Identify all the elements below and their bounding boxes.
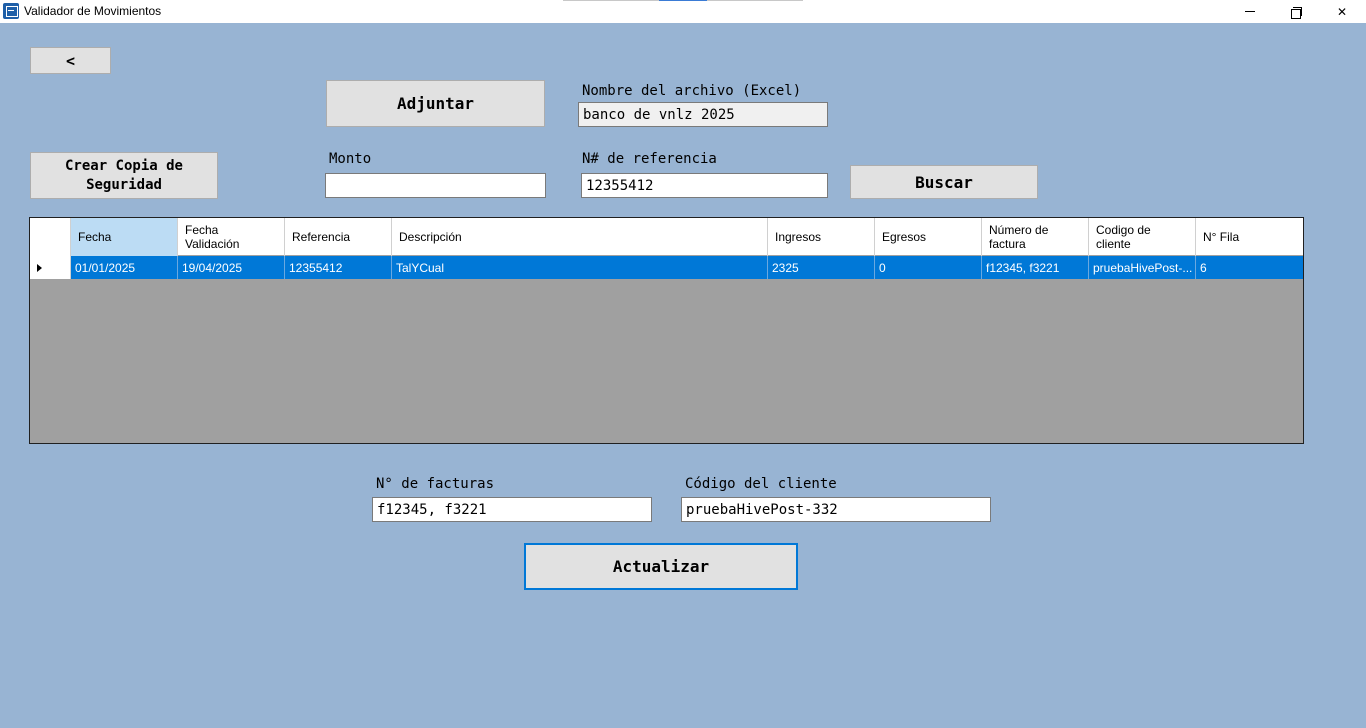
attach-button[interactable]: Adjuntar (326, 80, 545, 127)
taskbar-marker (563, 0, 659, 1)
column-header-egresos[interactable]: Egresos (875, 218, 982, 256)
column-header-n-fila[interactable]: N° Fila (1203, 230, 1240, 244)
reference-label: N# de referencia (582, 151, 717, 167)
restore-button[interactable] (1273, 0, 1319, 23)
create-backup-button[interactable]: Crear Copia de Seguridad (30, 152, 218, 199)
minimize-button[interactable] (1227, 0, 1273, 23)
column-header-descripcion[interactable]: Descripción (392, 218, 768, 256)
filename-field[interactable] (578, 102, 828, 127)
invoices-field[interactable] (372, 497, 652, 522)
cell-ingresos[interactable]: 2325 (768, 256, 875, 279)
backup-label-line1: Crear Copia de (64, 157, 183, 174)
backup-label-line2: Seguridad (86, 176, 162, 193)
restore-icon (1291, 6, 1302, 19)
cell-n-fila[interactable]: 6 (1200, 260, 1207, 275)
window-title: Validador de Movimientos (24, 4, 162, 18)
taskbar-marker-active (659, 0, 707, 1)
cell-referencia[interactable]: 12355412 (285, 256, 392, 279)
column-header-ingresos[interactable]: Ingresos (768, 218, 875, 256)
search-button[interactable]: Buscar (850, 165, 1038, 199)
cell-egresos[interactable]: 0 (875, 256, 982, 279)
column-header-referencia[interactable]: Referencia (285, 218, 392, 256)
minimize-icon (1245, 11, 1255, 12)
filename-label: Nombre del archivo (Excel) (582, 83, 802, 99)
invoices-label: N° de facturas (376, 476, 495, 492)
current-row-arrow-icon (37, 263, 42, 272)
close-button[interactable]: ✕ (1319, 0, 1365, 23)
app-icon (3, 3, 19, 19)
cell-fecha[interactable]: 01/01/2025 (71, 256, 178, 279)
title-bar: Validador de Movimientos ✕ (0, 0, 1366, 23)
close-icon: ✕ (1336, 4, 1348, 19)
amount-field[interactable] (325, 173, 546, 198)
column-header-fecha[interactable]: Fecha (71, 218, 178, 256)
amount-label: Monto (329, 151, 372, 167)
update-button[interactable]: Actualizar (524, 543, 798, 590)
table-row[interactable]: 01/01/2025 19/04/2025 12355412 TalYCual … (30, 256, 1303, 280)
cell-numero-factura[interactable]: f12345, f3221 (982, 256, 1089, 279)
row-selector[interactable] (30, 256, 71, 279)
client-code-label: Código del cliente (685, 476, 837, 492)
cell-descripcion[interactable]: TalYCual (392, 256, 768, 279)
reference-field[interactable] (581, 173, 828, 198)
row-header-corner[interactable] (30, 218, 71, 256)
taskbar-marker (707, 0, 803, 1)
back-button[interactable]: < (30, 47, 111, 74)
cell-fecha-validacion[interactable]: 19/04/2025 (178, 256, 285, 279)
client-code-field[interactable] (681, 497, 991, 522)
cell-codigo-cliente[interactable]: pruebaHivePost-... (1089, 256, 1196, 279)
